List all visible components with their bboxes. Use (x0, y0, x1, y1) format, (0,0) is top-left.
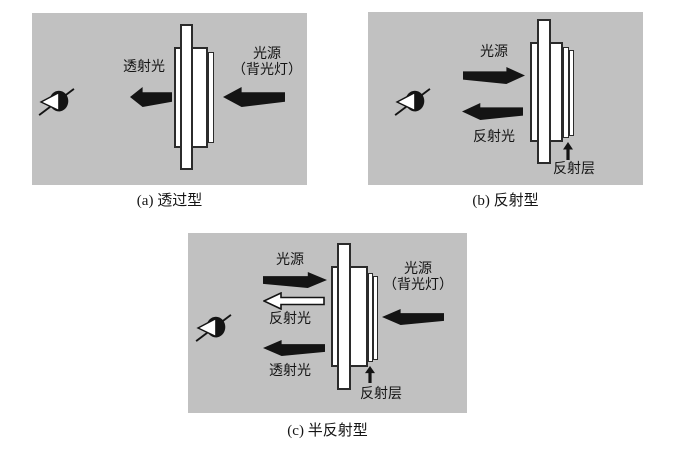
reflective-layer-label: 反射层 (360, 387, 402, 402)
transmitted-light-arrow (263, 340, 325, 356)
reflective-layer-outer (569, 50, 574, 136)
caption-transmissive: (a) 透过型 (136, 193, 203, 209)
transmitted-light-label: 透射光 (269, 364, 311, 379)
light-source-label: 光源 (276, 253, 304, 268)
backlight-arrow (382, 309, 444, 325)
panel-transflective: 光源 反射光 透射光 光源 （背光灯） 反射层 (188, 233, 467, 413)
transmitted-light-arrow (130, 87, 172, 107)
reflected-light-arrow-outline (263, 292, 325, 310)
reflective-layer (368, 273, 373, 362)
reflected-light-arrow (462, 103, 523, 120)
panel-reflective: 光源 反射光 反射层 (368, 12, 643, 185)
eye-icon (38, 86, 76, 118)
reflective-layer-label: 反射层 (553, 162, 595, 177)
reflected-light-label: 反射光 (269, 312, 311, 327)
lcd-glass-layer (537, 19, 551, 164)
reflective-layer-pointer-arrow (365, 366, 375, 383)
backlight-label: 光源 （背光灯） (232, 47, 302, 78)
caption-transflective: (c) 半反射型 (287, 423, 368, 439)
eye-icon (394, 86, 432, 118)
light-source-label: 光源 (480, 45, 508, 60)
light-source-arrow (263, 272, 327, 288)
reflected-light-label: 反射光 (473, 130, 515, 145)
eye-icon (195, 312, 233, 344)
reflective-layer-outer (373, 276, 378, 360)
transmitted-light-label: 透射光 (123, 60, 165, 75)
panel-transmissive: 透射光 光源 （背光灯） (32, 13, 307, 185)
lcd-glass-layer (180, 24, 193, 170)
caption-reflective: (b) 反射型 (472, 193, 539, 209)
backlight-label: 光源 （背光灯） (383, 262, 453, 293)
reflective-layer (563, 47, 569, 138)
back-film-layer (208, 52, 214, 143)
lcd-glass-layer (337, 243, 351, 390)
backlight-arrow (223, 87, 285, 107)
reflective-layer-pointer-arrow (563, 142, 573, 160)
light-source-arrow (463, 67, 525, 84)
